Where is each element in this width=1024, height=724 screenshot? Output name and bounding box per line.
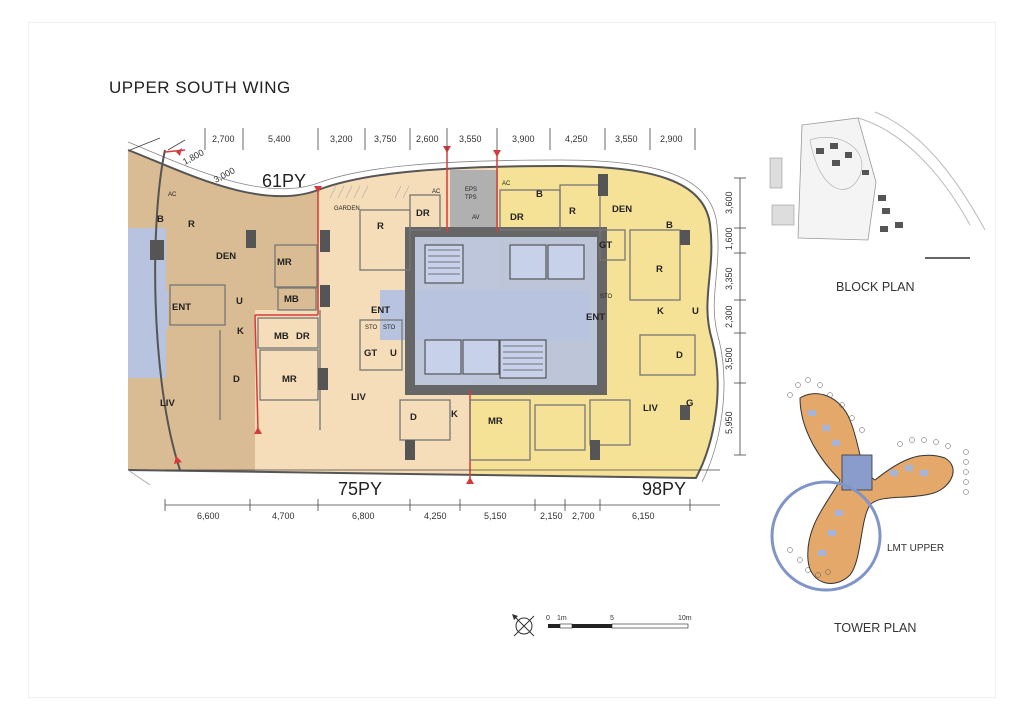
bottom-dim: 5,150 [484, 511, 507, 521]
scale-label: 10m [678, 615, 692, 622]
bottom-dim: 2,700 [572, 511, 595, 521]
lmt-upper-label: LMT UPPER [887, 543, 945, 554]
room-label: K [451, 409, 458, 420]
bottom-dim: 6,600 [197, 511, 220, 521]
top-dim: 5,400 [268, 134, 291, 144]
room-label: B [666, 220, 673, 231]
room-label: STO [365, 325, 378, 331]
room-label: ENT [586, 312, 605, 323]
room-label: U [390, 348, 397, 359]
room-label: TPS [465, 195, 477, 201]
room-label: R [656, 264, 663, 275]
room-label: DEN [612, 204, 633, 215]
bottom-dim: 6,150 [632, 511, 655, 521]
top-dim: 3,550 [615, 134, 638, 144]
right-dim: 3,500 [724, 347, 734, 370]
unit-98-label: 98PY [642, 479, 687, 499]
block-plan-drawing [769, 111, 986, 259]
bottom-dim: 6,800 [352, 511, 375, 521]
room-label: STO [383, 325, 396, 331]
room-label: LIV [643, 403, 658, 414]
central-core-wall [405, 227, 607, 395]
room-label: LIV [160, 398, 175, 409]
top-dim: 3,900 [512, 134, 535, 144]
room-label: DEN [216, 251, 237, 262]
top-dim: 3,750 [374, 134, 397, 144]
tower-plan-drawing [770, 377, 969, 592]
right-dim: 3,350 [724, 267, 734, 290]
drawing-sheet [28, 22, 996, 698]
scale-label: 0 [546, 615, 550, 622]
unit-75-fill-b [255, 310, 318, 478]
right-dim: 3,600 [724, 191, 734, 214]
scale-label: 1m [557, 615, 567, 622]
room-label: R [569, 206, 576, 217]
unit-98-fill-b [470, 380, 500, 478]
room-label: D [676, 350, 683, 361]
top-dim: 3,550 [459, 134, 482, 144]
room-label: R [377, 221, 384, 232]
room-label: ENT [172, 302, 191, 313]
top-dim: 2,900 [660, 134, 683, 144]
room-label: R [188, 219, 195, 230]
room-label: GT [599, 240, 613, 251]
bottom-dim: 4,700 [272, 511, 295, 521]
top-dim: 4,250 [565, 134, 588, 144]
scale-bar [548, 623, 689, 629]
top-dim: 3,200 [330, 134, 353, 144]
room-label: EPS [465, 187, 478, 193]
dimension-lines [129, 128, 746, 511]
right-dim: 5,950 [724, 411, 734, 434]
unit-61-label: 61PY [262, 171, 307, 191]
scale-label: 5 [610, 615, 614, 622]
room-label: B [157, 214, 164, 225]
room-label: DR [416, 208, 430, 219]
room-label: MB [274, 331, 289, 342]
lmt-upper-highlight [770, 480, 882, 592]
room-label: U [692, 306, 699, 317]
room-label: DR [296, 331, 310, 342]
room-label: G [686, 398, 694, 409]
room-label: D [410, 412, 417, 423]
room-label: MR [282, 374, 297, 385]
top-dim: 2,700 [212, 134, 235, 144]
room-label: STO [600, 294, 613, 300]
drawing-title: UPPER SOUTH WING [109, 78, 291, 97]
room-label: AV [472, 215, 480, 221]
right-dim: 1,600 [724, 227, 734, 250]
bottom-dim: 4,250 [424, 511, 447, 521]
top-dim: 2,600 [416, 134, 439, 144]
tower-plan-label: TOWER PLAN [834, 621, 917, 635]
unit-75-label: 75PY [338, 479, 383, 499]
room-label: LIV [351, 392, 366, 403]
north-arrow-icon [512, 614, 535, 637]
room-label: AC [432, 189, 441, 195]
eps-shaft [450, 170, 498, 230]
room-label: B [536, 189, 543, 200]
room-label: MR [488, 416, 503, 427]
room-label: U [236, 296, 243, 307]
building-outline [127, 149, 719, 480]
room-label: K [237, 326, 244, 337]
room-label: AC [502, 181, 511, 187]
room-label: GT [364, 348, 378, 359]
room-label: D [233, 374, 240, 385]
room-label: K [657, 306, 664, 317]
bottom-dim: 2,150 [540, 511, 563, 521]
room-label: ENT [371, 305, 390, 316]
room-label: MB [284, 294, 299, 305]
room-label: MR [277, 257, 292, 268]
room-label: GARDEN [334, 206, 360, 212]
columns [150, 174, 690, 460]
room-label: DR [510, 212, 524, 223]
room-label: AC [168, 192, 177, 198]
right-dim: 2,300 [724, 305, 734, 328]
block-plan-label: BLOCK PLAN [836, 280, 915, 294]
